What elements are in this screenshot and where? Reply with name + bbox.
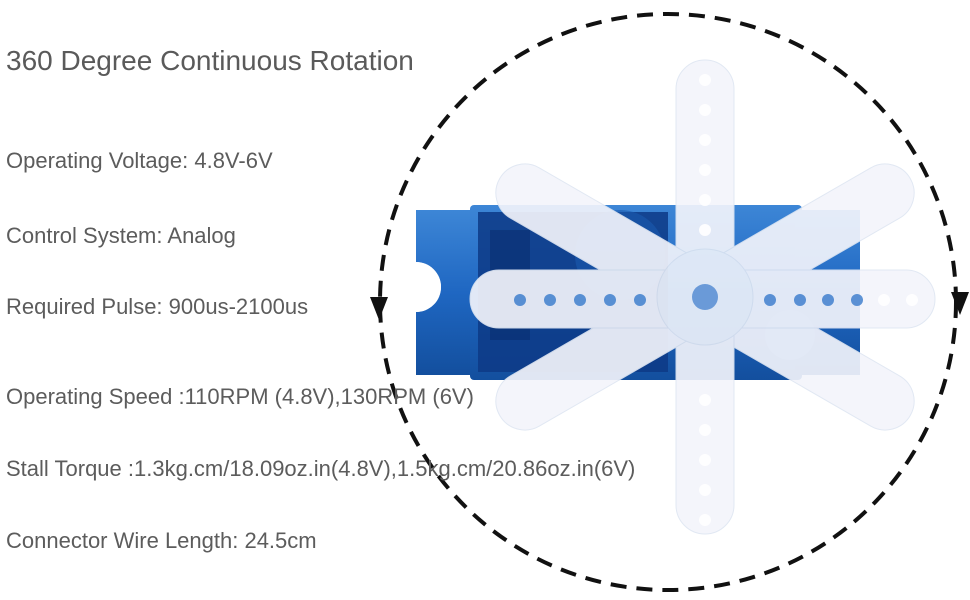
page-title: 360 Degree Continuous Rotation [6, 45, 414, 76]
spec-operating-speed: Operating Speed :110RPM (4.8V),130RPM (6… [6, 384, 474, 409]
spec-wire-length: Connector Wire Length: 24.5cm [6, 528, 317, 553]
spec-operating-voltage: Operating Voltage: 4.8V-6V [6, 148, 273, 173]
horn-holes [514, 294, 863, 306]
spec-stall-torque: Stall Torque :1.3kg.cm/18.09oz.in(4.8V),… [6, 456, 636, 481]
arrow-down-left-icon [370, 297, 388, 320]
servo-horns [469, 59, 936, 535]
spec-control-system: Control System: Analog [6, 223, 236, 248]
horn-holes-light [699, 74, 918, 526]
output-shaft [692, 284, 718, 310]
spec-required-pulse: Required Pulse: 900us-2100us [6, 294, 309, 319]
arrow-down-right-icon [951, 292, 969, 315]
